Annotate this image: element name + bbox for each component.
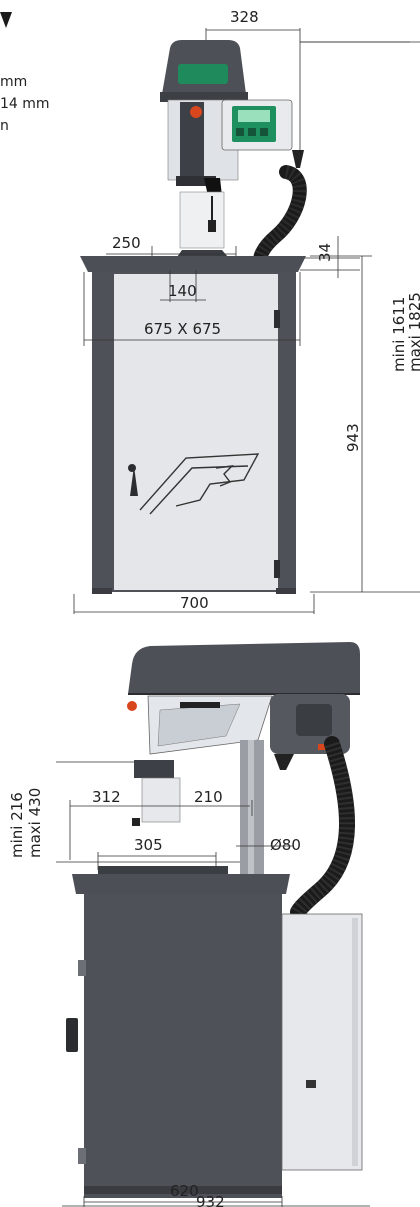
dim-overall-depth-label: 932 [196, 1193, 225, 1207]
front-view: mm 14 mm n 328 [0, 8, 420, 614]
side-rear-panel [281, 913, 363, 1171]
dim-cabinet-height-label: 943 [344, 423, 362, 452]
dim-column-diameter-label: Ø80 [270, 836, 301, 854]
cabinet-door [114, 274, 278, 590]
door-hinge-bottom [274, 560, 280, 578]
dim-top-width-label: 328 [230, 8, 259, 26]
dim-spindle-range-label: 140 [168, 282, 197, 300]
side-vise [141, 777, 181, 823]
spec-line-1: mm [0, 74, 27, 90]
dim-base-offset-label: 34 [316, 243, 334, 262]
dim-base-depth: 620 [83, 1182, 283, 1207]
side-cabinet-top [72, 874, 290, 894]
logo-fragment [0, 12, 12, 28]
side-cabinet-body [84, 894, 282, 1198]
dim-reach-right-label: 210 [194, 788, 223, 806]
dim-table-depth: 305 [97, 836, 217, 870]
dim-reach-left-label: 312 [92, 788, 121, 806]
dim-height-min-label: mini 1611 [390, 297, 408, 372]
dim-head-diameter: 250 [106, 234, 237, 270]
dim-height-max-label: maxi 1825 [406, 292, 420, 372]
side-table [98, 866, 228, 874]
dim-overall-height: mini 1611 maxi 1825 [300, 41, 420, 372]
side-extraction-hose [290, 736, 355, 920]
door-logo-icon [139, 453, 260, 515]
side-view: mini 216 maxi 430 312 210 Ø80 305 [8, 642, 370, 1207]
dim-table-depth-label: 305 [134, 836, 163, 854]
dim-cabinet-width: 700 [73, 594, 315, 614]
spec-line-3: n [0, 118, 9, 134]
spec-line-2: 14 mm [0, 96, 50, 112]
dim-reach: 312 210 [69, 788, 253, 860]
dim-overall-depth: 932 [62, 1193, 370, 1207]
door-hinge-top [274, 310, 280, 328]
dim-stroke-min-label: mini 216 [8, 792, 26, 858]
dim-cabinet-height: 943 [310, 255, 420, 593]
side-stop-button-icon [127, 701, 137, 711]
dim-spindle-range: 140 [160, 270, 206, 302]
dim-table-size-label: 675 X 675 [144, 320, 221, 338]
dim-table-size: 675 X 675 [83, 272, 301, 346]
dim-base-depth-label: 620 [170, 1182, 199, 1200]
dim-base-offset: 34 [300, 236, 360, 278]
stop-button-icon [190, 106, 202, 118]
cabinet-top [80, 256, 306, 272]
dim-head-diameter-label: 250 [112, 234, 141, 252]
dim-cabinet-width-label: 700 [180, 594, 209, 612]
door-handle-icon [130, 466, 138, 496]
dim-stroke: mini 216 maxi 430 [8, 761, 240, 863]
side-door-handle-icon [66, 1018, 78, 1052]
dim-stroke-max-label: maxi 430 [26, 788, 44, 858]
side-head-cover [128, 642, 360, 694]
brand-plate [178, 64, 228, 84]
spindle-guard [179, 191, 225, 249]
